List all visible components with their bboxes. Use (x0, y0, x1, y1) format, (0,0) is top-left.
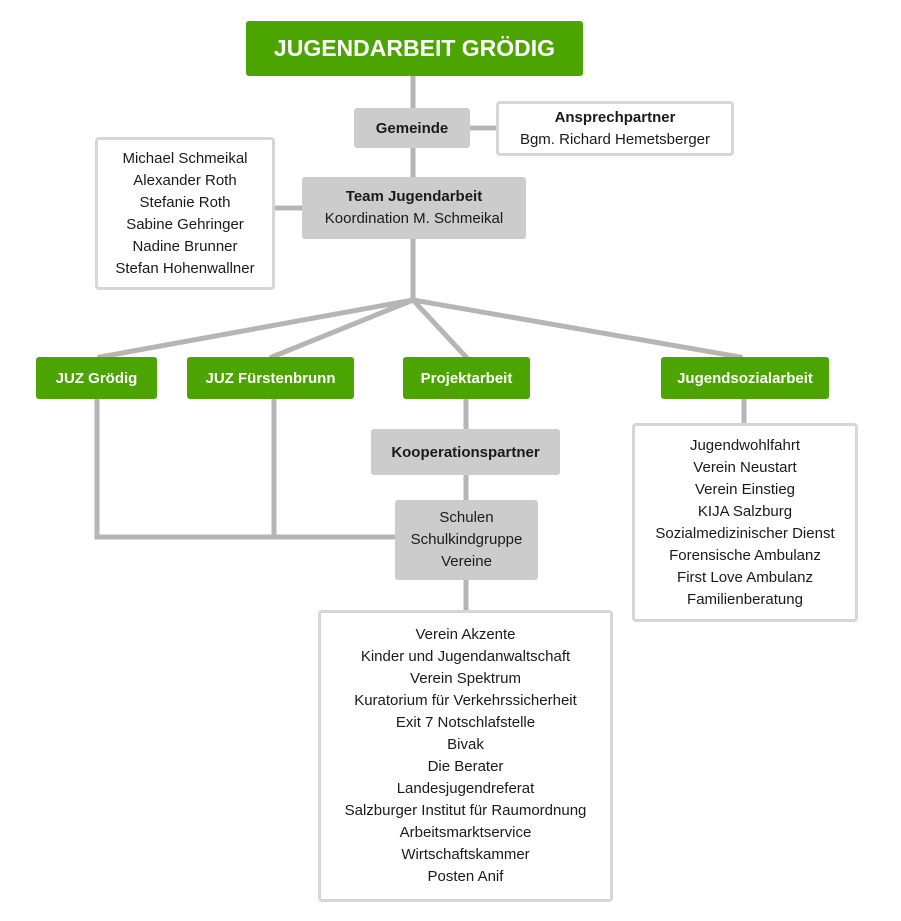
kooperationspartner-box: Kooperationspartner (371, 429, 560, 475)
partner-item: Salzburger Institut für Raumordnung (344, 802, 587, 819)
team-jugendarbeit-box: Team Jugendarbeit Koordination M. Schmei… (302, 177, 526, 239)
team-members-box: Michael Schmeikal Alexander Roth Stefani… (95, 137, 275, 290)
partner-item: Kinder und Jugendanwaltschaft (360, 648, 571, 665)
branch-label: Projektarbeit (420, 369, 513, 387)
org-title: JUGENDARBEIT GRÖDIG (246, 21, 583, 76)
branch-jugendsozialarbeit: Jugendsozialarbeit (661, 357, 829, 399)
connector-hub-juz-fuerstenbrunn (268, 296, 417, 361)
einrichtung-item: Schulen (439, 509, 494, 526)
einrichtungen-box: Schulen Schulkindgruppe Vereine (395, 500, 538, 580)
partner-item: Die Berater (427, 758, 504, 775)
partner-item: Landesjugendreferat (396, 780, 535, 797)
jsa-partner-item: First Love Ambulanz (677, 568, 813, 586)
gemeinde-box: Gemeinde (354, 108, 470, 148)
partner-item: Arbeitsmarktservice (399, 824, 532, 841)
branch-label: JUZ Fürstenbrunn (205, 369, 336, 387)
ansprechpartner-box: Ansprechpartner Bgm. Richard Hemetsberge… (496, 101, 734, 156)
team-heading: Team Jugendarbeit (345, 188, 483, 205)
org-title-text: JUGENDARBEIT GRÖDIG (273, 35, 556, 61)
jsa-partner-item: Familienberatung (687, 590, 803, 608)
team-member: Nadine Brunner (132, 237, 238, 255)
branch-juz-fuerstenbrunn: JUZ Fürstenbrunn (187, 357, 354, 399)
team-member: Sabine Gehringer (126, 215, 244, 233)
jsa-partner-item: Verein Neustart (693, 458, 797, 476)
partner-item: Wirtschaftskammer (401, 846, 530, 863)
team-member: Alexander Roth (133, 171, 237, 189)
branch-label: JUZ Grödig (55, 369, 138, 387)
connector-hub-jugendsozialarbeit (410, 297, 743, 360)
gemeinde-label: Gemeinde (375, 119, 449, 137)
jsa-partner-item: Jugendwohlfahrt (689, 436, 801, 454)
einrichtung-item: Vereine (441, 553, 492, 570)
jsa-partner-item: Forensische Ambulanz (669, 546, 821, 564)
partner-item: Posten Anif (427, 868, 504, 885)
jsa-partner-item: Verein Einstieg (694, 480, 796, 498)
branch-label: Jugendsozialarbeit (677, 369, 813, 387)
ansprechpartner-name: Bgm. Richard Hemetsberger (519, 130, 711, 148)
kooperationspartner-label: Kooperationspartner (391, 443, 540, 461)
jsa-partner-item: KIJA Salzburg (697, 502, 793, 520)
partner-item: Kuratorium für Verkehrssicherheit (354, 692, 577, 709)
partner-item: Bivak (447, 736, 484, 753)
team-subtitle: Koordination M. Schmeikal (324, 210, 504, 227)
partner-item: Verein Spektrum (410, 670, 521, 687)
connector-hub-projektarbeit (409, 296, 470, 361)
jsa-partner-item: Sozialmedizinischer Dienst (655, 524, 835, 542)
branch-projektarbeit: Projektarbeit (403, 357, 530, 399)
connector-hub-juz-groedig (97, 297, 416, 360)
jugendsozialarbeit-partners-box: Jugendwohlfahrt Verein Neustart Verein E… (632, 423, 858, 622)
team-member: Michael Schmeikal (122, 149, 248, 167)
branch-juz-groedig: JUZ Grödig (36, 357, 157, 399)
partner-item: Exit 7 Notschlafstelle (395, 714, 536, 731)
partners-box: Verein Akzente Kinder und Jugendanwaltsc… (318, 610, 613, 902)
ansprechpartner-heading: Ansprechpartner (554, 108, 676, 126)
team-member: Stefanie Roth (139, 193, 231, 211)
partner-item: Verein Akzente (415, 626, 516, 643)
einrichtung-item: Schulkindgruppe (410, 531, 523, 548)
team-member: Stefan Hohenwallner (115, 259, 255, 277)
